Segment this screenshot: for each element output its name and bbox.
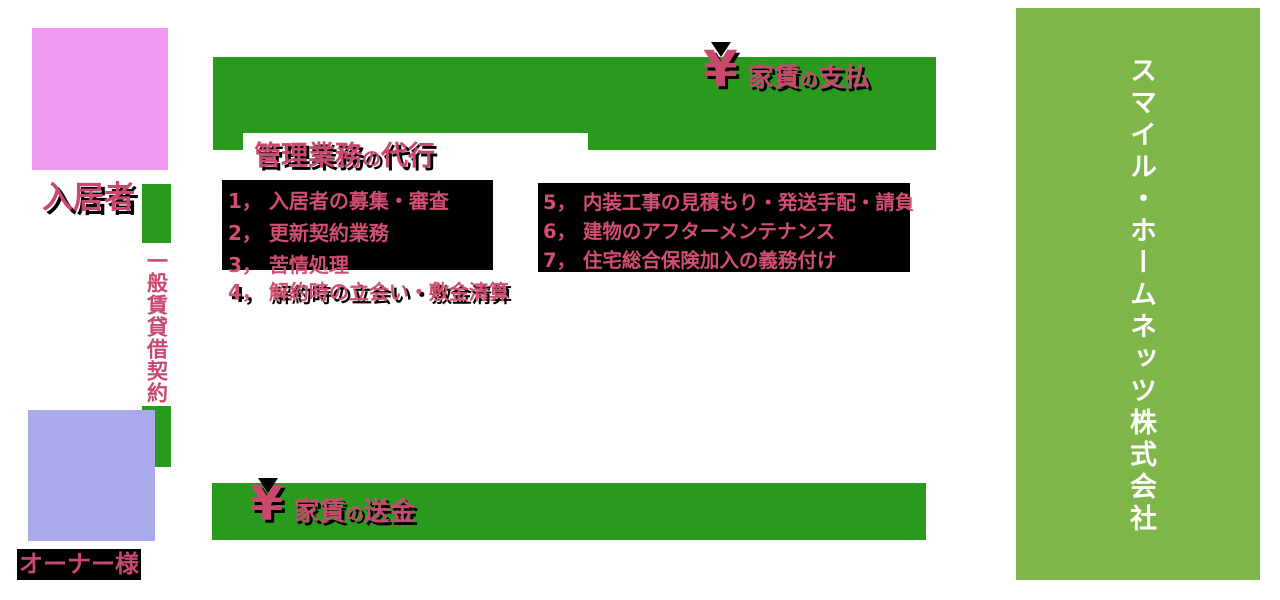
yen-notch-shadow: [258, 478, 278, 493]
services-heading-rest: 代行: [381, 141, 436, 172]
service-item-1: 1， 入居者の募集・審査: [228, 189, 449, 213]
service-item-5: 5， 内装工事の見積もり・発送手配・請負: [543, 191, 915, 214]
rent-payment-main: 家賃: [747, 63, 800, 93]
yen-notch-shadow: [711, 42, 731, 57]
company-panel: [1016, 8, 1260, 580]
rent-remittance-main: 家賃: [293, 497, 346, 527]
rent-payment-rest: 支払: [817, 63, 870, 93]
rent-remittance-particle: の: [345, 504, 364, 525]
yen-icon: ¥: [250, 476, 284, 532]
rent-payment-label: ¥ 家賃の支払: [703, 40, 870, 98]
service-item-6: 6， 建物のアフターメンテナンス: [543, 220, 836, 243]
lease-contract-label: 一般賃貸借契約: [144, 250, 169, 404]
rent-remittance-rest: 送金: [363, 497, 416, 527]
services-heading-main: 管理業務: [254, 141, 362, 172]
heading-backdrop: [243, 133, 588, 153]
owner-label: オーナー様: [17, 549, 141, 580]
service-item-4: 4， 解約時の立会い・敷金清算: [228, 280, 509, 304]
rent-remittance-label: ¥ 家賃の送金: [250, 476, 415, 532]
rent-remittance-arrow: [212, 483, 926, 540]
service-item-7: 7， 住宅総合保険加入の義務付け: [543, 249, 837, 272]
rent-payment-particle: の: [799, 70, 818, 91]
owner-box: [28, 410, 155, 541]
service-item-2: 2， 更新契約業務: [228, 221, 389, 245]
services-list-right: 5， 内装工事の見積もり・発送手配・請負 6， 建物のアフターメンテナンス 7，…: [538, 183, 915, 272]
tenant-label: 入居者: [42, 180, 135, 216]
yen-icon: ¥: [703, 40, 738, 98]
lease-contract-bar-top: [142, 184, 171, 243]
services-list-left: 1， 入居者の募集・審査 2， 更新契約業務 3， 苦情処理: [222, 180, 493, 277]
company-name: スマイル・ホームネッツ株式会社: [1125, 56, 1156, 536]
services-heading-particle: の: [362, 148, 382, 170]
services-heading: 管理業務の代行: [254, 134, 435, 173]
service-item-3: 3， 苦情処理: [228, 253, 349, 277]
tenant-box: [32, 28, 168, 170]
